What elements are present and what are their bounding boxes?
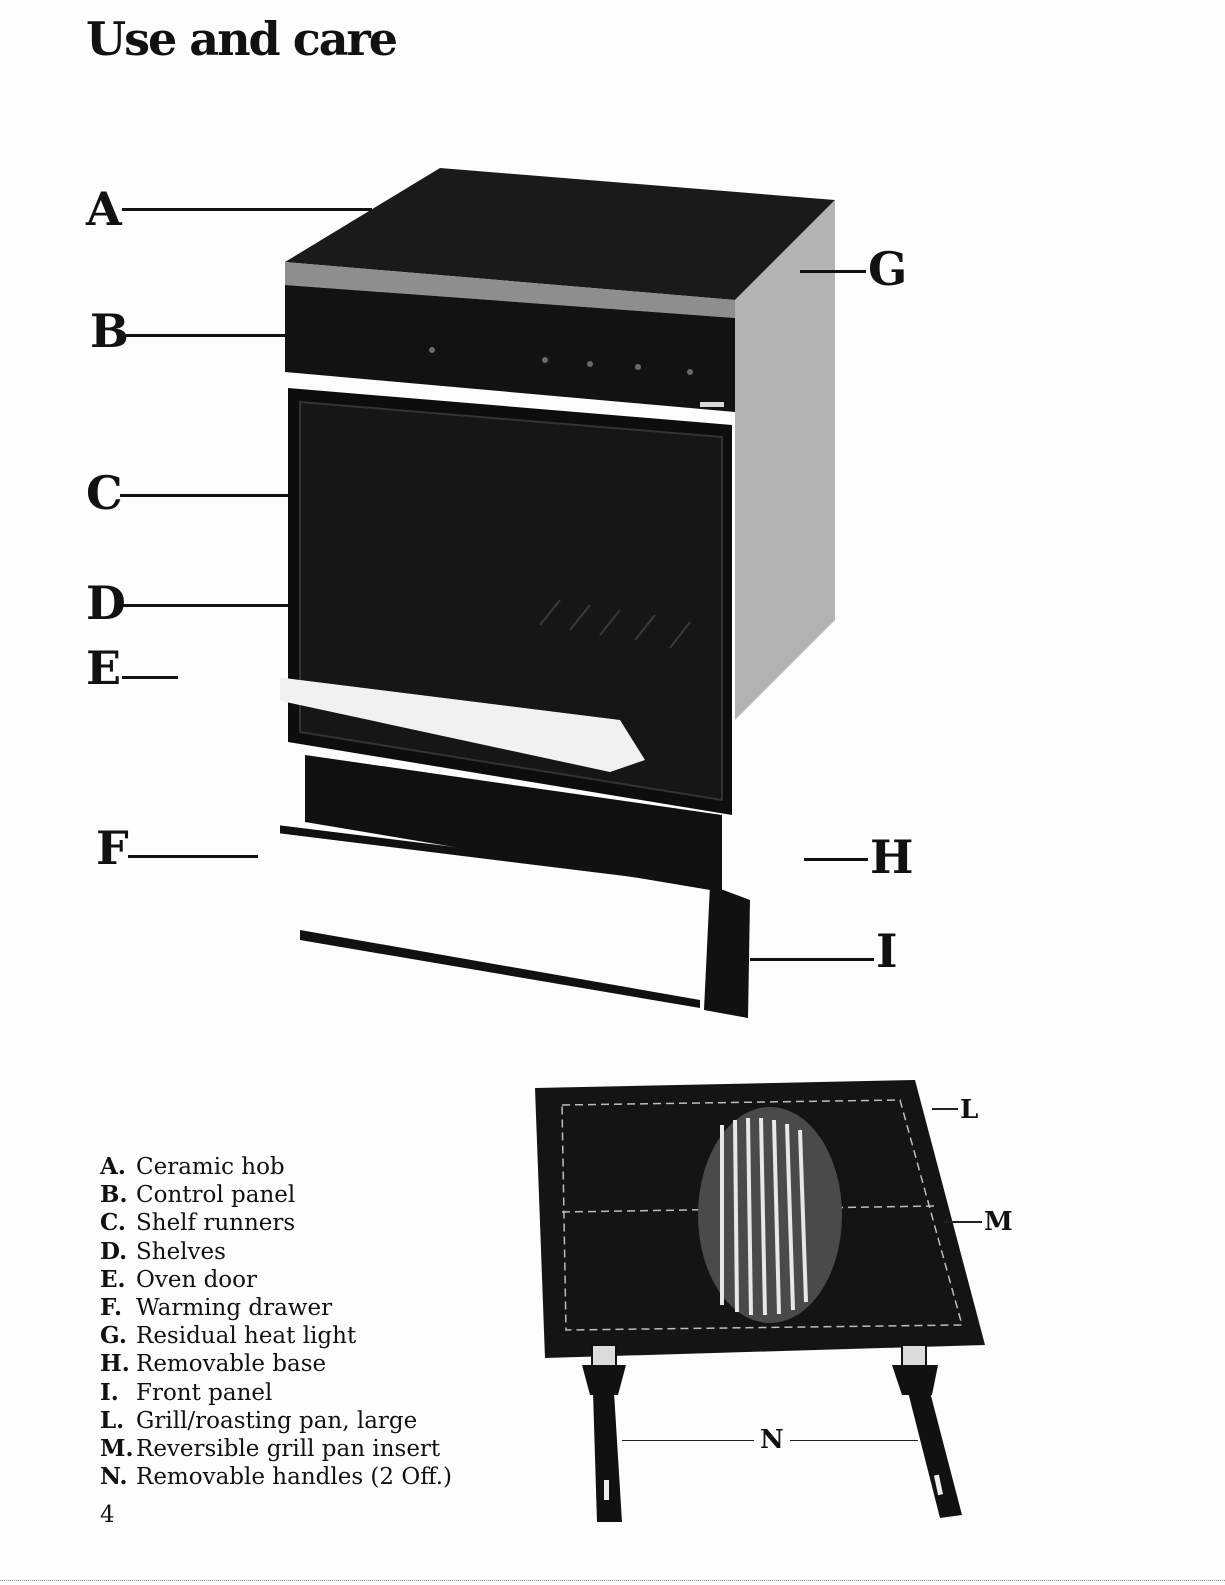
legend-letter: N. (100, 1463, 136, 1491)
legend-letter: I. (100, 1379, 136, 1407)
legend-item: D.Shelves (100, 1238, 452, 1266)
footer-rule (0, 1580, 1225, 1581)
leader-m (944, 1221, 982, 1223)
legend-text: Residual heat light (136, 1323, 356, 1349)
callout-f: F (96, 825, 129, 871)
callout-g: G (868, 246, 907, 292)
leader-a (122, 208, 372, 211)
callout-l: L (960, 1097, 978, 1123)
leader-g (800, 270, 866, 273)
parts-legend: A.Ceramic hob B.Control panel C.Shelf ru… (100, 1153, 452, 1491)
legend-item: A.Ceramic hob (100, 1153, 452, 1181)
legend-text: Shelf runners (136, 1210, 295, 1236)
callout-d: D (86, 580, 126, 626)
legend-letter: B. (100, 1181, 136, 1209)
legend-text: Removable handles (2 Off.) (136, 1464, 452, 1490)
legend-letter: M. (100, 1435, 136, 1463)
legend-item: F.Warming drawer (100, 1294, 452, 1322)
cooker-illustration (280, 160, 850, 1030)
leader-f (128, 855, 258, 858)
residual-heat-light (700, 402, 724, 407)
leader-e (122, 676, 178, 679)
grill-pan-illustration (530, 1075, 990, 1535)
removable-handle-left (582, 1345, 626, 1522)
page-number: 4 (100, 1502, 115, 1528)
leader-d (122, 604, 288, 607)
legend-item: E.Oven door (100, 1266, 452, 1294)
leader-b (126, 334, 286, 337)
legend-text: Grill/roasting pan, large (136, 1408, 417, 1434)
removable-base (704, 885, 750, 1018)
legend-letter: E. (100, 1266, 136, 1294)
legend-text: Front panel (136, 1380, 272, 1406)
legend-item: B.Control panel (100, 1181, 452, 1209)
legend-item: I.Front panel (100, 1379, 452, 1407)
legend-text: Ceramic hob (136, 1154, 285, 1180)
legend-item: H.Removable base (100, 1350, 452, 1378)
leader-l (932, 1108, 958, 1110)
callout-e: E (86, 645, 121, 691)
leader-h (804, 858, 868, 861)
leader-i (750, 958, 874, 961)
legend-text: Shelves (136, 1239, 226, 1265)
legend-item: C.Shelf runners (100, 1209, 452, 1237)
legend-text: Removable base (136, 1351, 326, 1377)
legend-text: Reversible grill pan insert (136, 1436, 440, 1462)
legend-letter: D. (100, 1238, 136, 1266)
grill-bars-shadow (698, 1107, 842, 1323)
removable-handle-right (892, 1345, 962, 1518)
callout-i: I (876, 928, 898, 974)
callout-b: B (90, 308, 129, 354)
callout-a: A (86, 186, 122, 232)
front-panel (300, 930, 700, 1008)
legend-letter: G. (100, 1322, 136, 1350)
legend-text: Warming drawer (136, 1295, 332, 1321)
legend-item: M.Reversible grill pan insert (100, 1435, 452, 1463)
legend-letter: A. (100, 1153, 136, 1181)
leader-c (120, 494, 288, 497)
callout-n: N (760, 1427, 784, 1453)
callout-h: H (870, 834, 913, 880)
leader-n-right (790, 1440, 918, 1441)
legend-letter: C. (100, 1209, 136, 1237)
page-title: Use and care (86, 12, 396, 67)
legend-text: Oven door (136, 1267, 257, 1293)
legend-letter: L. (100, 1407, 136, 1435)
legend-letter: F. (100, 1294, 136, 1322)
legend-letter: H. (100, 1350, 136, 1378)
legend-item: G.Residual heat light (100, 1322, 452, 1350)
callout-m: M (984, 1209, 1013, 1235)
callout-c: C (86, 470, 123, 516)
legend-text: Control panel (136, 1182, 295, 1208)
leader-n-left (622, 1440, 754, 1441)
legend-item: N.Removable handles (2 Off.) (100, 1463, 452, 1491)
legend-item: L.Grill/roasting pan, large (100, 1407, 452, 1435)
